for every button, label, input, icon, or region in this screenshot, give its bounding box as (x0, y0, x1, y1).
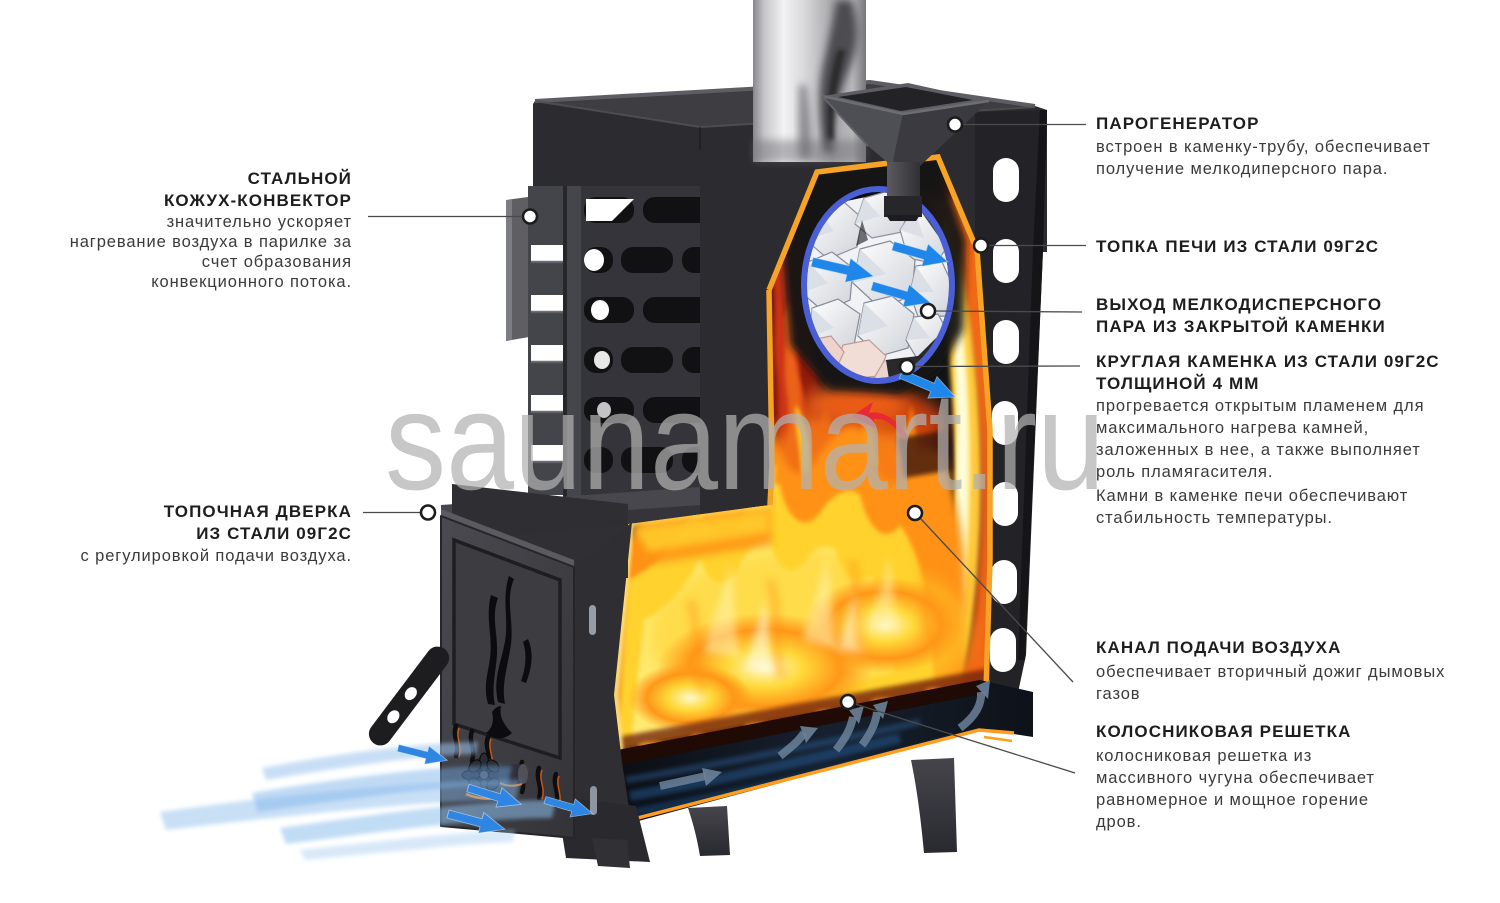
svg-text:saunamart.ru: saunamart.ru (385, 362, 1105, 519)
